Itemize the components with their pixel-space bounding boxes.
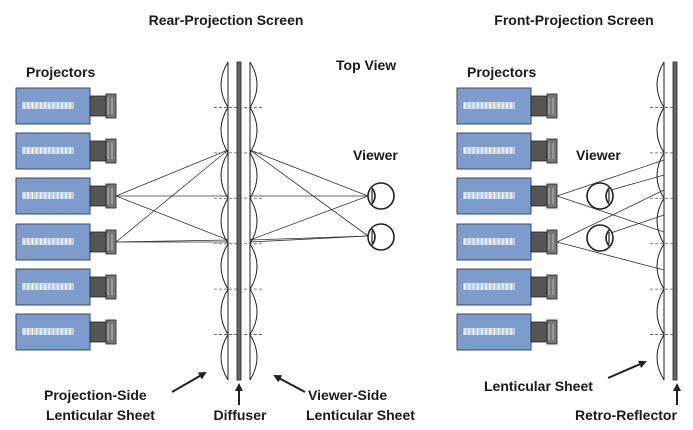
projector-icon <box>15 87 117 125</box>
arrow-icon <box>607 360 647 379</box>
front-viewer-label: Viewer <box>576 147 621 163</box>
top-view-label: Top View <box>336 57 396 73</box>
front-projectors-label: Projectors <box>467 64 536 80</box>
diffuser-label: Diffuser <box>214 407 267 423</box>
projector-icon <box>456 132 558 170</box>
projector-icon <box>456 177 558 215</box>
diffuser <box>236 61 242 381</box>
front-viewer-eyes <box>586 182 614 252</box>
projector-icon <box>15 177 117 215</box>
rear-viewer-eyes <box>367 182 395 251</box>
projector-icon <box>15 132 117 170</box>
front-lenticular-sheet <box>656 61 665 381</box>
retro-reflector-label: Retro-Reflector <box>575 407 677 423</box>
projection-side-label-2: Lenticular Sheet <box>46 407 155 423</box>
front-lenticular-boundaries <box>650 107 673 335</box>
viewer-side-label-2: Lenticular Sheet <box>306 407 415 423</box>
projector-icon <box>456 223 558 261</box>
front-screen <box>650 61 678 381</box>
rear-projector-stack <box>15 87 117 351</box>
projector-icon <box>15 313 117 351</box>
projector-icon <box>456 87 558 125</box>
rear-viewer-label: Viewer <box>353 147 398 163</box>
front-lenticular-label: Lenticular Sheet <box>484 378 593 394</box>
projector-icon <box>456 313 558 351</box>
projector-icon <box>15 223 117 261</box>
arrow-icon <box>273 375 306 393</box>
viewer-side-label-1: Viewer-Side <box>308 387 387 403</box>
rear-projectors-label: Projectors <box>26 64 95 80</box>
eye-icon <box>586 224 614 252</box>
front-title: Front-Projection Screen <box>494 12 653 28</box>
projector-icon <box>456 268 558 306</box>
rear-light-rays <box>115 149 369 243</box>
arrow-icon <box>171 372 207 393</box>
eye-icon <box>586 182 614 210</box>
projector-icon <box>15 268 117 306</box>
lenticular-boundaries <box>214 107 264 335</box>
rear-title: Rear-Projection Screen <box>149 12 304 28</box>
retro-reflector <box>672 61 678 381</box>
projection-side-label-1: Projection-Side <box>44 387 147 403</box>
eye-icon <box>367 182 395 210</box>
front-light-rays <box>556 159 665 271</box>
eye-icon <box>367 223 395 251</box>
front-projector-stack <box>456 87 558 351</box>
pointer-arrows <box>171 360 681 405</box>
rear-screen <box>214 61 264 381</box>
viewer-side-lenticular-sheet <box>249 61 258 381</box>
projection-side-lenticular-sheet <box>220 61 229 381</box>
